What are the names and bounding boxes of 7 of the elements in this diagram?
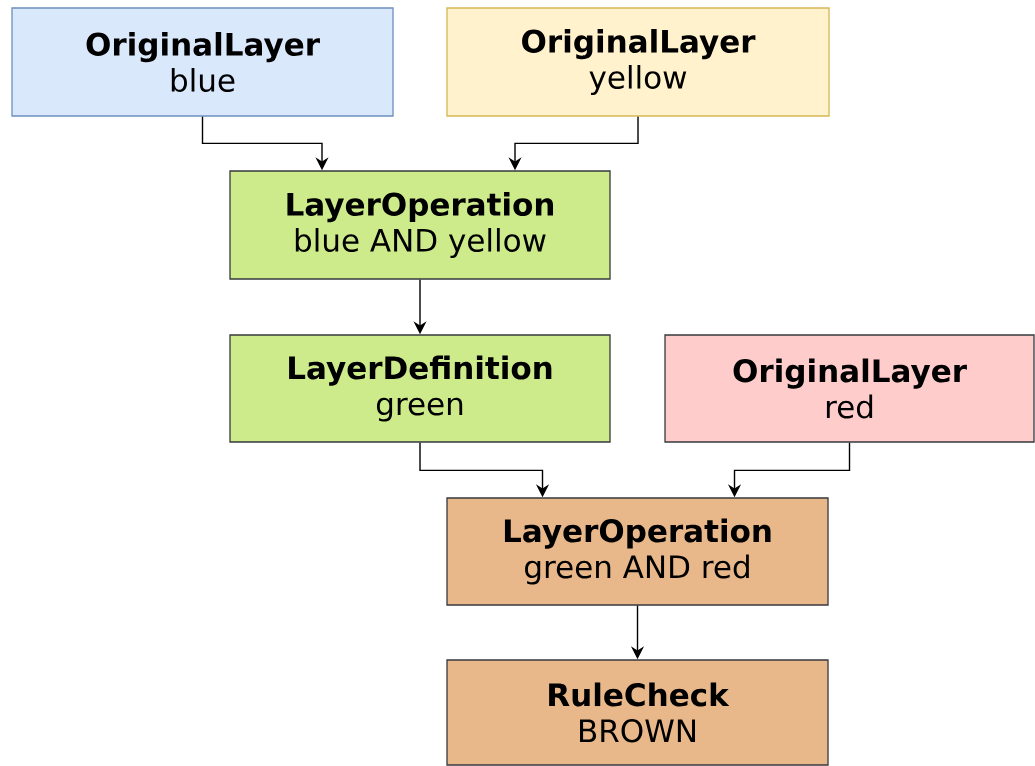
process-box: OriginalLayer yellow [446,7,830,117]
process-box: RuleCheck BROWN [446,659,829,766]
process-box: LayerDefinition green [229,334,611,443]
process-box: LayerOperation green AND red [446,497,829,606]
process-box: OriginalLayer blue [11,7,394,117]
process-box: OriginalLayer red [664,334,1035,443]
process-box: LayerOperation blue AND yellow [229,170,611,280]
